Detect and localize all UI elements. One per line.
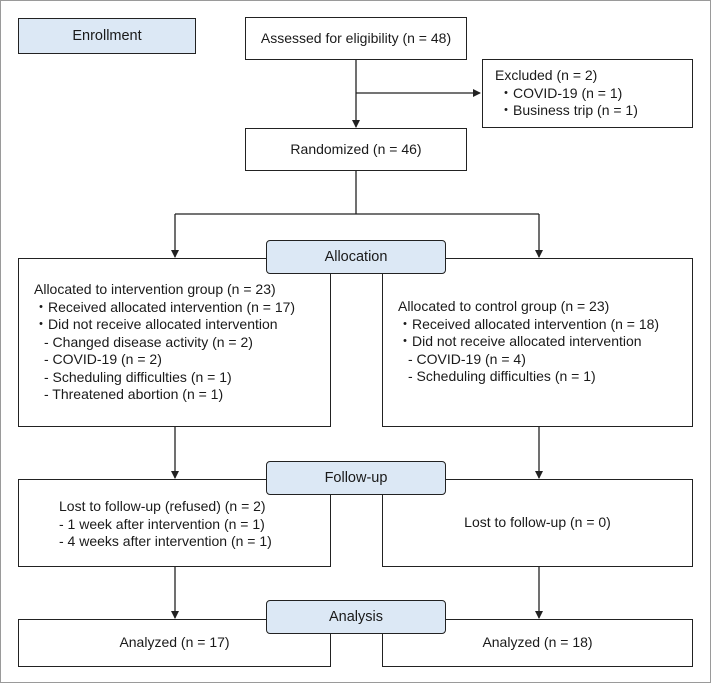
control-title: Allocated to control group (n = 23)	[398, 298, 610, 314]
assessed-box: Assessed for eligibility (n = 48)	[245, 17, 467, 60]
allocation-label: Allocation	[266, 240, 446, 274]
control-reason: - COVID-19 (n = 4)	[408, 350, 526, 367]
control-analyzed-text: Analyzed (n = 18)	[482, 634, 593, 651]
control-allocation-box: Allocated to control group (n = 23) ・Rec…	[382, 258, 693, 427]
intervention-analyzed-text: Analyzed (n = 17)	[119, 634, 230, 651]
intervention-not-received: ・Did not receive allocated intervention	[34, 316, 278, 332]
control-reason: - Scheduling difficulties (n = 1)	[408, 368, 596, 384]
control-not-received: ・Did not receive allocated intervention	[398, 333, 642, 349]
excluded-item: ・Business trip (n = 1)	[499, 102, 638, 118]
intervention-followup-item: - 1 week after intervention (n = 1)	[59, 515, 265, 532]
intervention-reason: - COVID-19 (n = 2)	[44, 351, 162, 367]
randomized-text: Randomized (n = 46)	[290, 140, 422, 157]
enrollment-label: Enrollment	[18, 18, 196, 54]
intervention-title: Allocated to intervention group (n = 23)	[34, 281, 276, 297]
excluded-title: Excluded (n = 2)	[495, 67, 598, 83]
intervention-received: ・Received allocated intervention (n = 17…	[34, 298, 296, 315]
control-followup-box: Lost to follow-up (n = 0)	[382, 479, 693, 567]
intervention-reason: - Threatened abortion (n = 1)	[44, 386, 224, 402]
follow-up-label: Follow-up	[266, 461, 446, 495]
excluded-item: ・COVID-19 (n = 1)	[499, 84, 623, 101]
intervention-reason: - Changed disease activity (n = 2)	[44, 333, 253, 350]
control-received: ・Received allocated intervention (n = 18…	[398, 315, 660, 332]
analysis-label: Analysis	[266, 600, 446, 634]
intervention-followup-item: - 4 weeks after intervention (n = 1)	[59, 533, 272, 549]
assessed-text: Assessed for eligibility (n = 48)	[260, 29, 452, 46]
excluded-box: Excluded (n = 2) ・COVID-19 (n = 1) ・Busi…	[482, 59, 693, 128]
control-followup-text: Lost to follow-up (n = 0)	[464, 514, 611, 531]
randomized-box: Randomized (n = 46)	[245, 128, 467, 171]
intervention-allocation-box: Allocated to intervention group (n = 23)…	[18, 258, 331, 427]
intervention-followup-title: Lost to follow-up (refused) (n = 2)	[59, 498, 266, 514]
intervention-reason: - Scheduling difficulties (n = 1)	[44, 368, 232, 385]
